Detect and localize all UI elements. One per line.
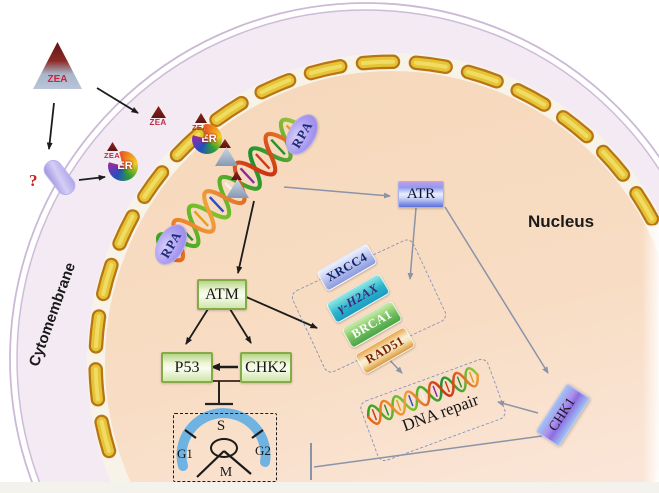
- unknown-receptor-question: ?: [29, 171, 38, 190]
- arrow-receptor-to-er: [78, 174, 106, 181]
- black-arrows: [46, 87, 318, 371]
- node-chk2: CHK2: [240, 352, 292, 383]
- atr-label: ATR: [406, 186, 436, 202]
- arrow-atm-to-p53: [185, 308, 209, 345]
- nucleus-label: Nucleus: [528, 212, 595, 231]
- zea-er2-label: ZEA: [192, 123, 208, 132]
- phase-g2: G2: [255, 443, 271, 458]
- zea-er2-triangle: [195, 113, 207, 123]
- node-atm: ATM: [197, 279, 247, 310]
- zea-er1-triangle: [107, 142, 118, 151]
- chk2-label: CHK2: [245, 358, 287, 376]
- phase-g1: G1: [177, 446, 193, 461]
- cycle-clock-face: [210, 438, 238, 458]
- node-p53: P53: [161, 352, 213, 383]
- arrow-zea-to-cell: [96, 87, 139, 114]
- arrow-zea-to-receptor: [46, 102, 55, 150]
- cycle-hand-right: [223, 450, 252, 475]
- arrow-chk1-to-dna-repair: [497, 400, 539, 414]
- arrow-atm-to-chk2: [229, 308, 252, 344]
- node-atr: ATR: [398, 181, 444, 208]
- zea-er1-label: ZEA: [104, 151, 120, 160]
- cycle-tick-right: [251, 429, 264, 439]
- nucleus-edge-fade: [642, 225, 659, 482]
- cycle-hand-left: [196, 450, 225, 478]
- zea-label: ZEA: [47, 74, 68, 85]
- zea-cone2-tip: [231, 171, 242, 180]
- phase-s: S: [216, 418, 226, 434]
- bottom-margin: [0, 482, 659, 493]
- gray-arrows: [283, 186, 549, 414]
- phase-m: M: [219, 465, 233, 480]
- zea-cone1-tip: [219, 139, 231, 148]
- cycle-tick-left: [184, 429, 197, 439]
- arrow-atr-to-chk1: [444, 206, 549, 374]
- arrow-dna-to-atm: [236, 200, 255, 274]
- zea-small-label: ZEA: [149, 118, 167, 127]
- cell-membrane-outer: [9, 2, 659, 493]
- arrow-atm-to-repair-proteins: [243, 295, 318, 329]
- chk1-tbar-line: [313, 435, 543, 468]
- arrow-atr-to-repair-proteins: [407, 207, 417, 280]
- atm-label: ATM: [205, 285, 239, 303]
- p53-label: P53: [174, 358, 200, 376]
- nuclear-envelope: [88, 54, 659, 459]
- cell-membrane-inner: [16, 9, 659, 493]
- arrow-dna-to-atr: [283, 186, 391, 199]
- cell-cycle-box: [173, 413, 277, 482]
